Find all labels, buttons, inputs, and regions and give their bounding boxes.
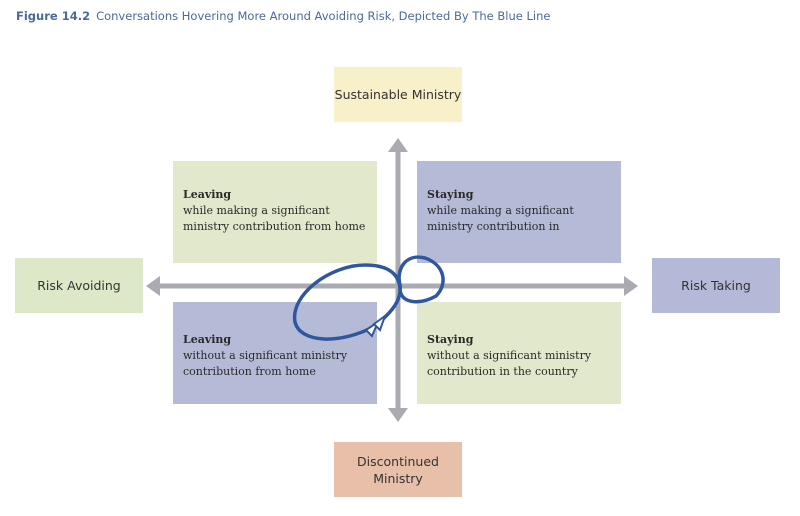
quadrant-text: while making a significant ministry cont… <box>183 204 366 233</box>
quadrant-heading: Staying <box>427 333 474 346</box>
quadrant-heading: Leaving <box>183 188 232 201</box>
quadrant-top-left: Leaving while making a significant minist… <box>173 161 377 263</box>
arrow-left-icon <box>146 276 160 296</box>
pole-risk-taking: Risk Taking <box>652 258 780 313</box>
arrowhead-icon <box>372 313 388 332</box>
blue-line <box>292 255 445 341</box>
pole-risk-avoiding: Risk Avoiding <box>15 258 143 313</box>
axes <box>146 138 638 422</box>
quadrant-text: without a significant ministry contribut… <box>427 349 592 378</box>
figure-caption: Conversations Hovering More Around Avoid… <box>96 9 551 23</box>
pole-discontinued-ministry: Discontinued Ministry <box>334 442 462 497</box>
quadrant-bottom-left: Leaving without a significant ministry co… <box>173 302 377 404</box>
figure-label: Figure 14.2 <box>16 9 91 23</box>
figure-title: Figure 14.2 Conversations Hovering More A… <box>16 9 550 23</box>
quadrant-text: without a significant ministry contribut… <box>183 349 348 378</box>
quadrant-text: while making a significant ministry cont… <box>427 204 574 233</box>
pole-sustainable-ministry: Sustainable Ministry <box>334 67 462 122</box>
quadrant-heading: Staying <box>427 188 474 201</box>
quadrant-bottom-right: Staying without a significant ministry co… <box>417 302 621 404</box>
arrow-right-icon <box>624 276 638 296</box>
arrow-down-icon <box>388 408 408 422</box>
blue-loop-path <box>292 255 445 341</box>
arrow-up-icon <box>388 138 408 152</box>
quadrant-heading: Leaving <box>183 333 232 346</box>
quadrant-top-right: Staying while making a significant minist… <box>417 161 621 263</box>
